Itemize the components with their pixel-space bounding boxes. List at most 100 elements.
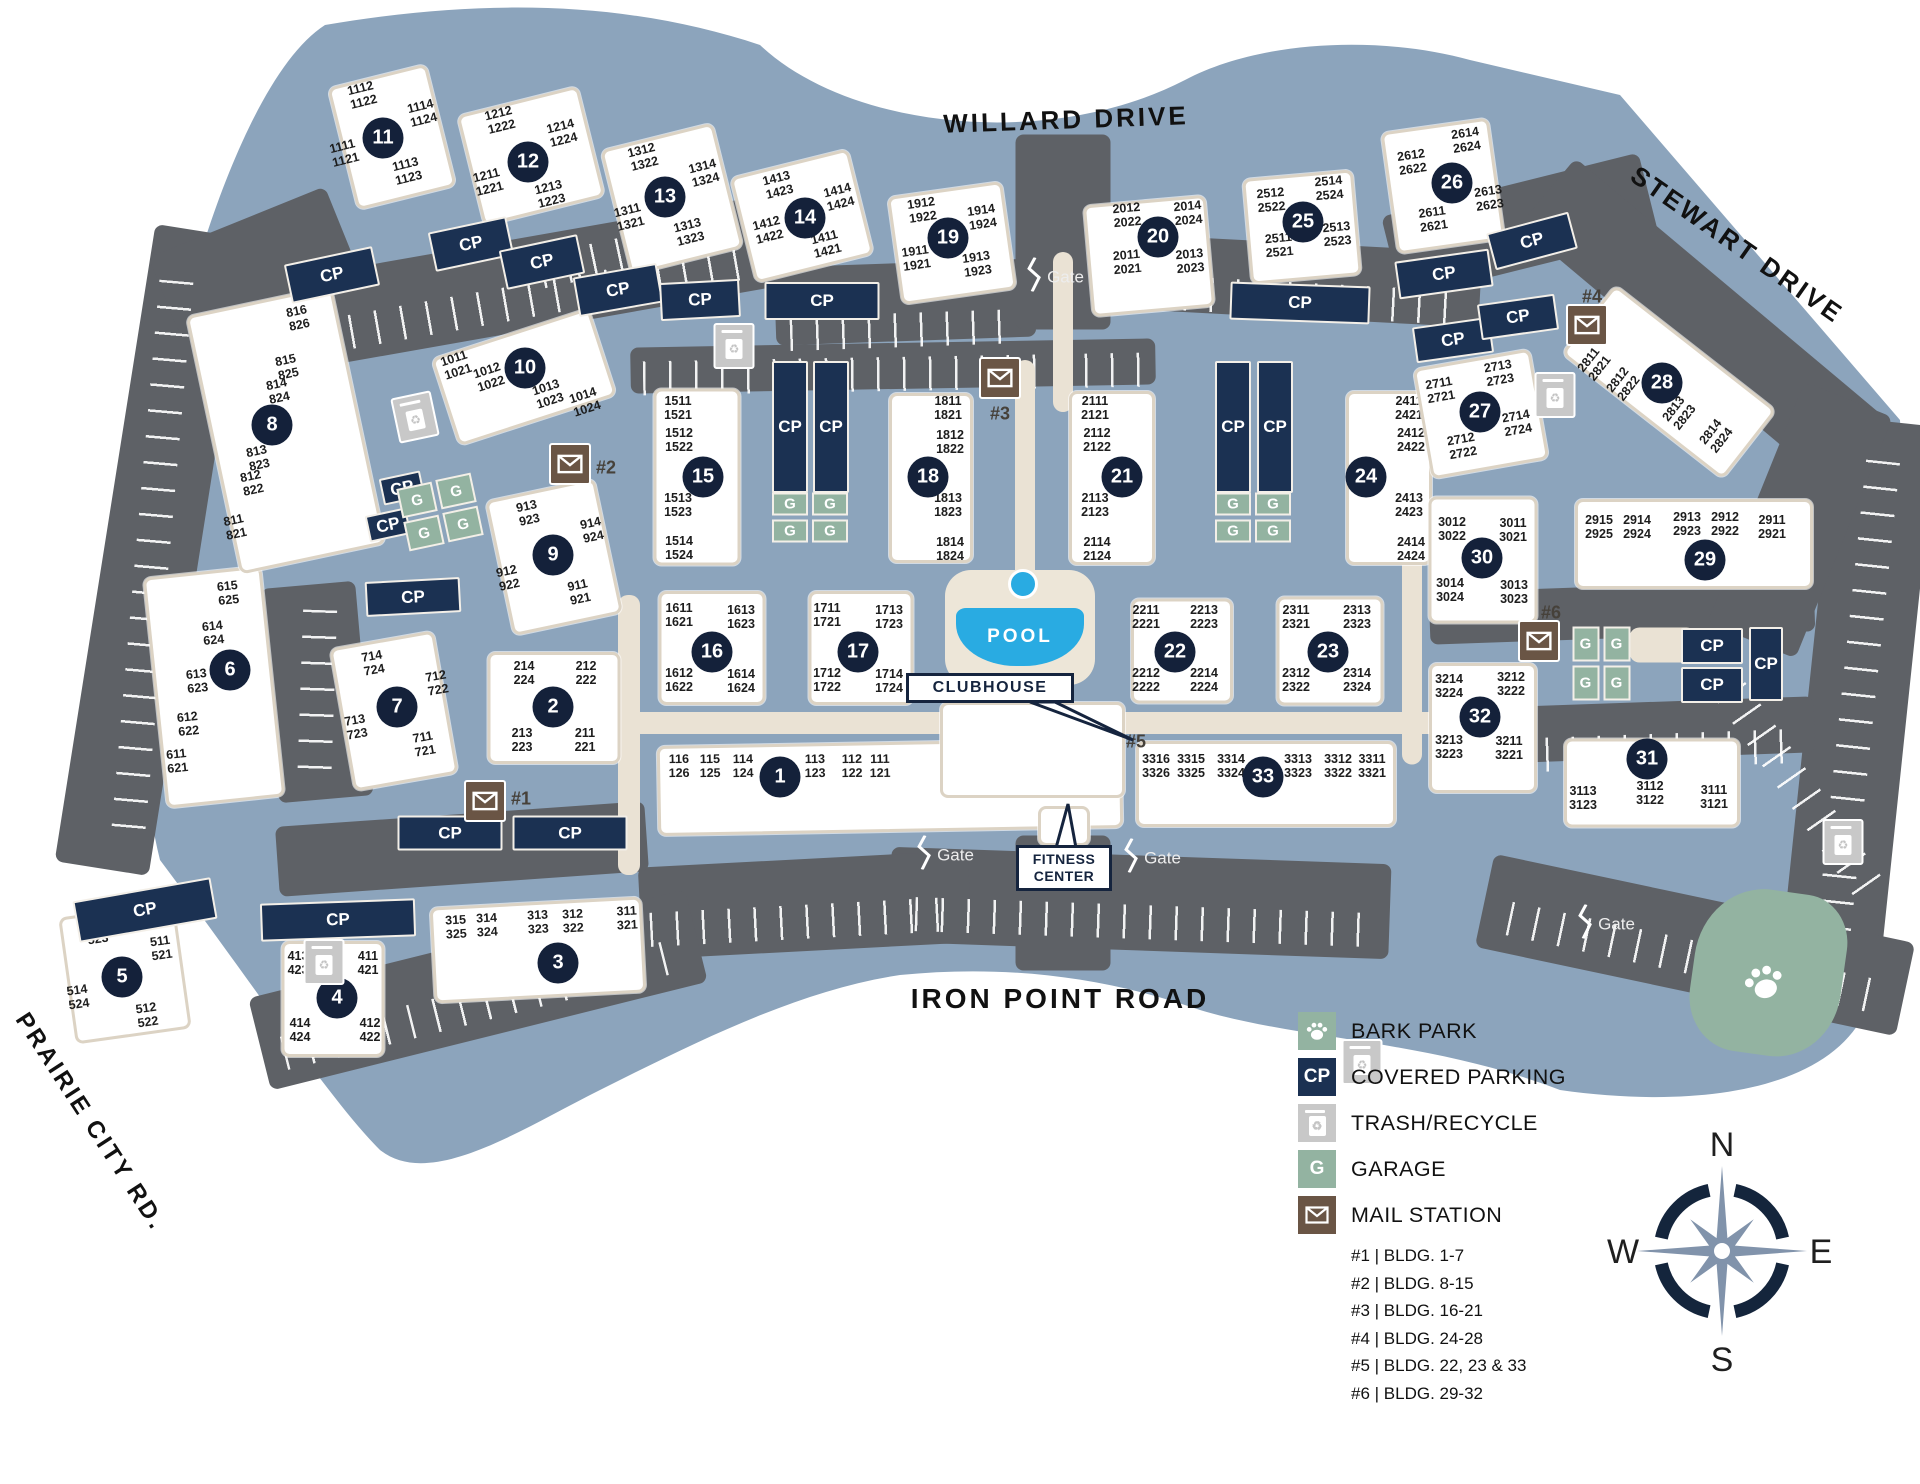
unit-label: 1612 1622: [665, 666, 693, 694]
covered-parking: CP: [813, 361, 849, 493]
legend-item-bark-park: BARK PARK: [1298, 1012, 1566, 1050]
building-marker-14[interactable]: 14: [784, 197, 826, 239]
building-marker-13[interactable]: 13: [644, 176, 686, 218]
covered-parking: CP: [1257, 361, 1293, 493]
building-marker-15[interactable]: 15: [682, 456, 724, 498]
garage-tile: G: [772, 519, 808, 542]
legend-label: TRASH/RECYCLE: [1351, 1110, 1538, 1135]
building-marker-11[interactable]: 11: [362, 117, 404, 159]
unit-label: 514 524: [65, 981, 91, 1013]
trash-icon: ♻: [1822, 819, 1864, 865]
unit-label: 3314 3324: [1217, 752, 1245, 780]
building-marker-28[interactable]: 28: [1641, 362, 1683, 404]
building-marker-27[interactable]: 27: [1459, 391, 1501, 433]
unit-label: 714 724: [360, 647, 386, 679]
gate-label: Gate: [937, 845, 974, 864]
covered-parking: CP: [659, 278, 741, 322]
trash-icon: ♻: [713, 323, 755, 369]
clubhouse-callout: CLUBHOUSE: [906, 673, 1074, 703]
building-marker-20[interactable]: 20: [1137, 216, 1179, 258]
garage-tile: G: [1603, 665, 1630, 700]
building-marker-5[interactable]: 5: [101, 956, 143, 998]
unit-label: 1614 1624: [727, 667, 755, 695]
unit-label: 3311 3321: [1358, 752, 1386, 780]
unit-label: 1513 1523: [664, 491, 692, 519]
building-marker-17[interactable]: 17: [837, 631, 879, 673]
building-marker-12[interactable]: 12: [507, 141, 549, 183]
building-marker-2[interactable]: 2: [532, 686, 574, 728]
building-marker-30[interactable]: 30: [1461, 537, 1503, 579]
compass-north: N: [1710, 1126, 1735, 1164]
unit-label: 2213 2223: [1190, 603, 1218, 631]
paw-icon: [1744, 965, 1782, 999]
mail-station-icon: [1518, 620, 1560, 662]
garage-tile: G: [1255, 519, 1291, 542]
gate-label: Gate: [1047, 267, 1084, 286]
unit-label: 2714 2724: [1500, 406, 1534, 440]
unit-label: 2113 2123: [1081, 491, 1109, 519]
garage-tile: G: [1215, 519, 1251, 542]
building-marker-24[interactable]: 24: [1345, 456, 1387, 498]
building-marker-1[interactable]: 1: [759, 756, 801, 798]
mail-station-tag: #4: [1581, 286, 1603, 307]
unit-label: 113 123: [804, 751, 826, 781]
building-marker-7[interactable]: 7: [376, 686, 418, 728]
building-marker-19[interactable]: 19: [927, 217, 969, 259]
building-marker-32[interactable]: 32: [1459, 696, 1501, 738]
covered-parking: CP: [1229, 281, 1371, 325]
building-marker-9[interactable]: 9: [532, 534, 574, 576]
unit-label: 3213 3223: [1435, 733, 1463, 761]
unit-label: 1912 1922: [906, 194, 938, 226]
walkway: [1053, 252, 1073, 412]
compass-rose: N E S W: [1607, 1126, 1832, 1379]
unit-label: 312 322: [561, 906, 585, 936]
covered-parking: CP: [772, 361, 808, 493]
building-marker-21[interactable]: 21: [1101, 456, 1143, 498]
unit-label: 2014 2024: [1172, 197, 1204, 229]
unit-label: 512 522: [134, 999, 160, 1031]
unit-label: 2013 2023: [1174, 245, 1206, 277]
unit-label: 2614 2624: [1450, 124, 1482, 156]
mail-station-icon: [549, 443, 591, 485]
unit-label: 413 423: [287, 949, 309, 977]
unit-label: 313 323: [526, 907, 550, 937]
fitness-pointer: [1054, 803, 1078, 850]
building-marker-29[interactable]: 29: [1684, 539, 1726, 581]
unit-label: 1814 1824: [936, 535, 964, 563]
building-marker-10[interactable]: 10: [504, 347, 546, 389]
covered-parking: CP: [364, 577, 462, 617]
unit-label: 3013 3023: [1500, 578, 1528, 606]
covered-parking: CP: [764, 282, 880, 320]
unit-label: 2214 2224: [1190, 666, 1218, 694]
building-marker-31[interactable]: 31: [1626, 738, 1668, 780]
legend-label: GARAGE: [1351, 1156, 1446, 1181]
building-marker-33[interactable]: 33: [1242, 756, 1284, 798]
unit-label: 2114 2124: [1083, 535, 1111, 563]
building-marker-6[interactable]: 6: [209, 649, 251, 691]
unit-label: 116 126: [668, 751, 690, 781]
building-marker-22[interactable]: 22: [1154, 631, 1196, 673]
unit-label: 2012 2022: [1111, 199, 1143, 231]
unit-label: 411 421: [357, 949, 379, 977]
legend-item-covered-parking: CP COVERED PARKING: [1298, 1058, 1566, 1096]
building-marker-26[interactable]: 26: [1431, 162, 1473, 204]
unit-label: 2512 2522: [1255, 184, 1287, 216]
garage-tile: G: [812, 492, 848, 515]
mail-station-tag: #6: [1540, 602, 1562, 623]
compass-west: W: [1607, 1233, 1639, 1271]
unit-label: 615 625: [216, 577, 240, 609]
mail-list-item: #1 | BLDG. 1-7: [1351, 1246, 1465, 1265]
unit-label: 614 624: [201, 617, 225, 649]
building-marker-16[interactable]: 16: [691, 631, 733, 673]
building-marker-8[interactable]: 8: [251, 404, 293, 446]
unit-label: 3312 3322: [1324, 752, 1352, 780]
unit-label: 1711 1721: [813, 601, 841, 629]
mail-station-icon: [979, 357, 1021, 399]
unit-label: 2311 2321: [1282, 603, 1310, 631]
building-marker-3[interactable]: 3: [537, 942, 579, 984]
building-marker-23[interactable]: 23: [1307, 631, 1349, 673]
covered-parking: CP: [1215, 361, 1251, 493]
building-marker-25[interactable]: 25: [1282, 201, 1324, 243]
unit-label: 2915 2925: [1585, 513, 1613, 541]
building-marker-18[interactable]: 18: [907, 456, 949, 498]
